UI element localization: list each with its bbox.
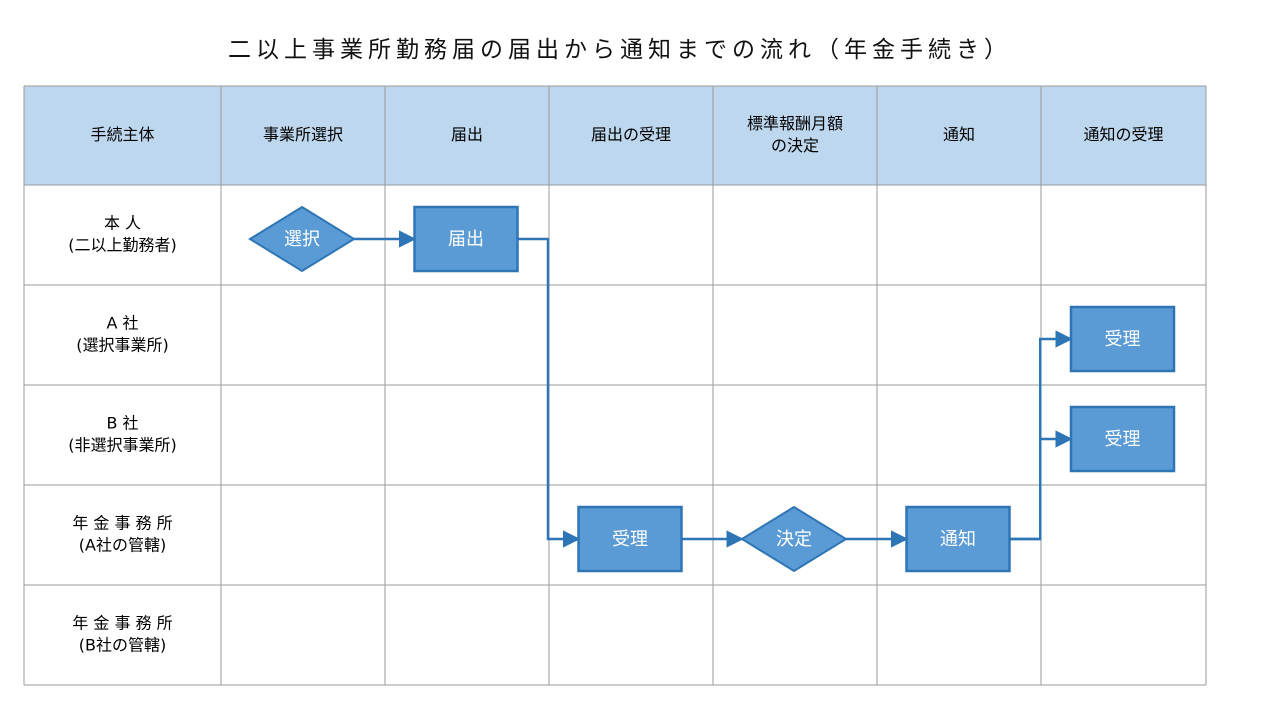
- arrow-notify-to-receive-b: [1009, 430, 1073, 541]
- process-box: [1069, 305, 1176, 373]
- node-label: 選択: [284, 229, 320, 250]
- column-header: 事業所選択: [263, 125, 343, 144]
- row-header: (非選択事業所): [68, 436, 177, 455]
- page-title: 二以上事業所勤務届の届出から通知までの流れ（年金手続き）: [228, 37, 1012, 63]
- arrow-submit-to-accept: [517, 237, 581, 548]
- column-header: 手続主体: [90, 125, 154, 144]
- column-header: 通知: [943, 125, 975, 144]
- node-submit: 届出: [413, 205, 519, 273]
- column-header: 標準報酬月額: [747, 114, 843, 133]
- node-label: 受理: [1105, 329, 1141, 350]
- row-header: (B社の管轄): [79, 636, 166, 655]
- row-header: (二以上勤務者): [68, 236, 177, 255]
- swimlane-grid: 手続主体事業所選択届出届出の受理標準報酬月額の決定通知通知の受理本 人(二以上勤…: [23, 85, 1207, 686]
- column-header: 届出: [451, 125, 483, 144]
- flow-nodes: 選択届出受理決定通知受理受理: [248, 205, 1176, 573]
- row-header: 年 金 事 務 所: [72, 514, 172, 533]
- row-header: B 社: [106, 414, 138, 433]
- column-header: 通知の受理: [1083, 125, 1163, 144]
- decision-diamond: [740, 505, 848, 573]
- node-select: 選択: [248, 205, 356, 273]
- row-header: 年 金 事 務 所: [72, 614, 172, 633]
- column-header: の決定: [771, 136, 819, 155]
- process-box: [1069, 405, 1176, 473]
- row-header: (A社の管轄): [79, 536, 166, 555]
- node-accept: 受理: [577, 505, 683, 573]
- process-box: [577, 505, 683, 573]
- node-label: 通知: [940, 529, 976, 550]
- process-box: [905, 505, 1011, 573]
- node-label: 届出: [448, 229, 484, 250]
- flow-arrows: [354, 230, 1073, 548]
- node-label: 決定: [776, 529, 812, 550]
- row-header: 本 人: [104, 214, 141, 233]
- process-box: [413, 205, 519, 273]
- node-label: 受理: [1105, 429, 1141, 450]
- node-decide: 決定: [740, 505, 848, 573]
- row-header: A 社: [106, 314, 138, 333]
- decision-diamond: [248, 205, 356, 273]
- column-header: 届出の受理: [591, 125, 671, 144]
- node-notify: 通知: [905, 505, 1011, 573]
- node-receive-b: 受理: [1069, 405, 1176, 473]
- node-receive-a: 受理: [1069, 305, 1176, 373]
- row-header: (選択事業所): [76, 336, 169, 355]
- node-label: 受理: [612, 529, 648, 550]
